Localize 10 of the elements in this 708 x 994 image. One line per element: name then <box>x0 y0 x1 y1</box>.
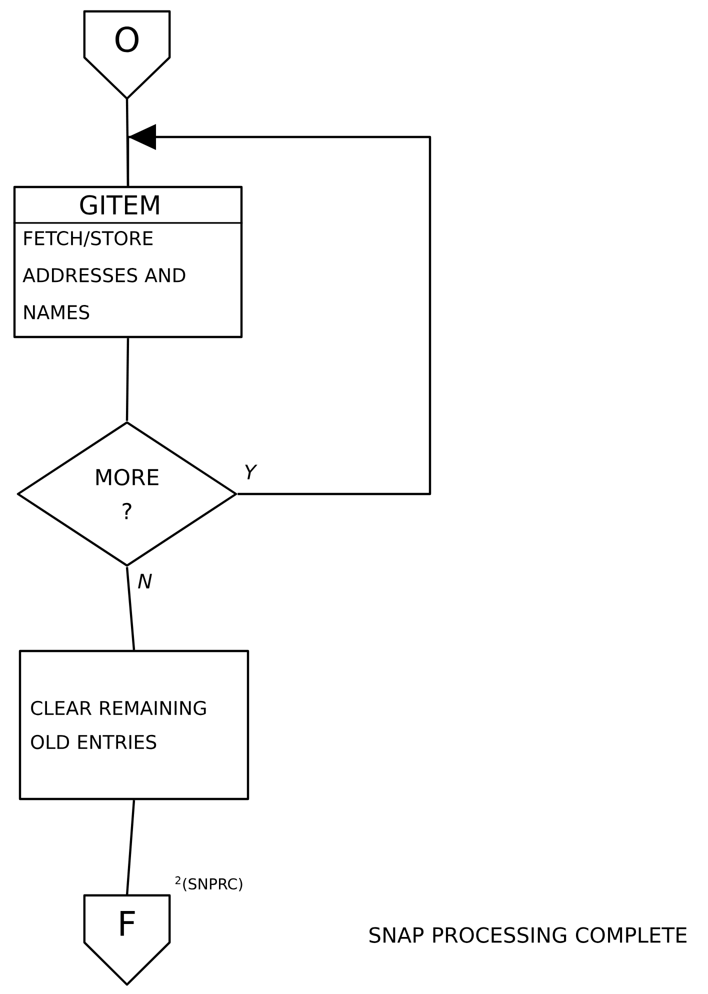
process-box: GITEM FETCH/STORE ADDRESSES AND NAMES <box>13 186 243 338</box>
connector-line <box>126 800 136 896</box>
edge-label: Y <box>245 464 258 480</box>
arrow <box>126 124 432 496</box>
process-box: CLEAR REMAINING OLD ENTRIES <box>18 650 250 800</box>
connector-line <box>126 567 136 650</box>
connector-line <box>126 338 130 421</box>
edge-label: N <box>138 574 152 588</box>
note-text: SNAP PROCESSING COMPLETE <box>370 927 686 943</box>
connector-note: $^{2}$(SNPRC) <box>175 876 242 892</box>
